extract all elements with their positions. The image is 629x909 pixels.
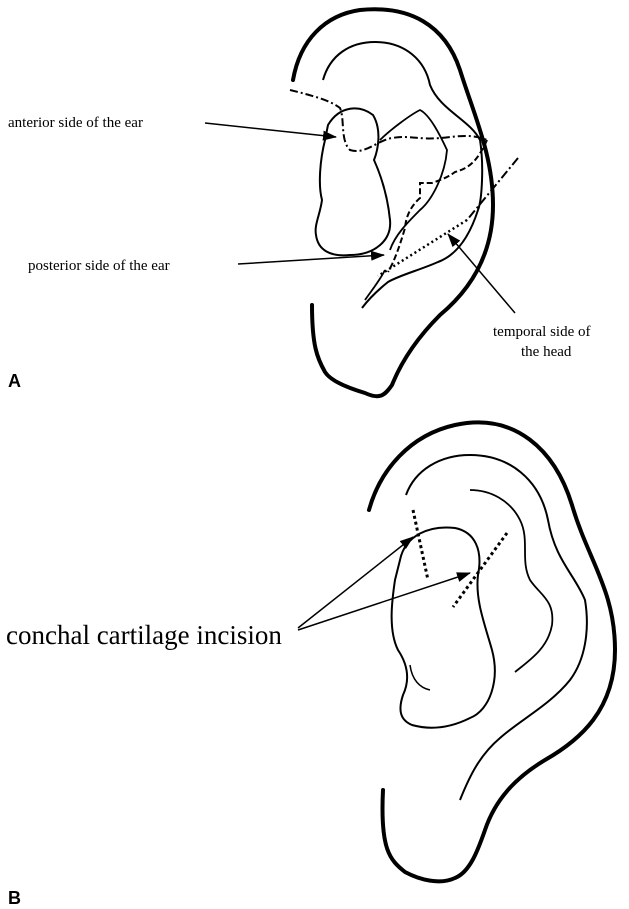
- panel-a-temporal-arrow: [448, 234, 515, 313]
- panel-b-concha: [392, 527, 495, 727]
- label-posterior-side: posterior side of the ear: [28, 258, 170, 274]
- panel-b: conchal cartilage incision B: [6, 422, 615, 908]
- panel-b-inner-ridge: [470, 490, 552, 672]
- panel-a: anterior side of the ear posterior side …: [8, 9, 590, 396]
- panel-b-antihelix: [406, 455, 587, 800]
- panel-a-helix-outline: [293, 9, 493, 396]
- panel-a-letter: A: [8, 371, 21, 391]
- panel-b-incision-mark-2: [453, 533, 507, 607]
- panel-a-antihelix: [323, 42, 482, 308]
- label-temporal-side-line1: temporal side of: [493, 324, 590, 340]
- panel-a-dashed-boundary: [388, 140, 487, 272]
- panel-b-concha-crease: [410, 665, 430, 690]
- panel-a-anterior-dashdot-line: [290, 90, 487, 151]
- panel-b-incision-mark-1: [413, 510, 428, 580]
- panel-b-incision-arrow-upper: [298, 537, 413, 628]
- label-conchal-cartilage-incision: conchal cartilage incision: [6, 620, 282, 650]
- panel-a-anterior-arrow: [205, 123, 336, 137]
- panel-a-lobule-curve: [365, 270, 385, 300]
- label-anterior-side: anterior side of the ear: [8, 115, 143, 131]
- panel-b-letter: B: [8, 888, 21, 908]
- panel-b-incision-arrow-lower: [298, 573, 470, 630]
- label-temporal-side-line2: the head: [521, 344, 572, 360]
- panel-a-posterior-arrow: [238, 255, 384, 264]
- panel-a-concha: [316, 108, 391, 255]
